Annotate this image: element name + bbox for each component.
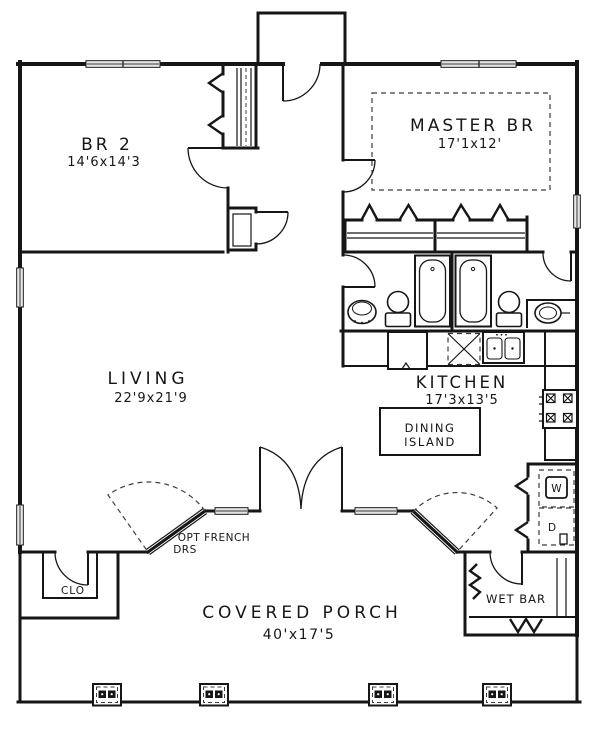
french-door-leaf-lines — [145, 508, 460, 555]
clo-label: CLO — [61, 585, 85, 597]
column-inner-dashed — [96, 686, 118, 703]
kitchen-dims: 17'3x13'5 — [425, 393, 498, 408]
closet-shelf-lines — [236, 68, 525, 239]
wetbar-details — [467, 563, 544, 635]
tub-drain — [470, 266, 476, 272]
doors — [54, 63, 572, 586]
kitchen-label: KITCHEN — [416, 373, 509, 392]
washer-label: W — [551, 483, 562, 495]
linen-closet-shelf — [232, 213, 252, 247]
post-dot — [208, 693, 211, 696]
dryer-detail — [559, 533, 568, 545]
post-dot — [491, 693, 494, 696]
pedestal-sink-bowl — [352, 301, 372, 316]
porch-column-icon — [368, 683, 398, 707]
porch-columns — [92, 683, 512, 707]
door-swing-arcs — [54, 63, 572, 586]
opt-french-label-2: DRS — [173, 544, 197, 556]
column-outer — [92, 683, 122, 707]
wall-break-zigzag-bottom — [508, 616, 544, 635]
toilet-bowl-icon — [497, 290, 521, 314]
burner-x — [563, 393, 573, 403]
opt-french-door-swing-left — [107, 481, 206, 553]
opt-french-door-swing-right — [412, 491, 498, 553]
column-inner-dashed — [372, 686, 394, 703]
porch-dims: 40'x17'5 — [263, 627, 336, 643]
toilet-tank — [495, 312, 523, 328]
dryer-label: D — [548, 522, 556, 534]
tub-drain — [430, 266, 435, 272]
sink-dot — [354, 320, 356, 322]
post-dot — [377, 693, 380, 696]
post-dot — [217, 693, 220, 696]
column-outer — [199, 683, 229, 707]
refrigerator-handle — [401, 361, 411, 370]
entry-stoop-outline — [256, 11, 347, 66]
windows — [16, 60, 581, 546]
dining-island-outline — [379, 407, 481, 456]
living-label: LIVING — [107, 369, 188, 389]
dining-island-label-1: DINING — [405, 421, 456, 435]
br2-dims: 14'6x14'3 — [67, 155, 140, 170]
master-bed-dashed-outline — [371, 92, 551, 191]
master-label: MASTER BR — [410, 116, 536, 136]
column-outer — [368, 683, 398, 707]
clo-closet-walls — [42, 551, 98, 599]
appliance-space-icon — [447, 332, 481, 366]
burner-x — [563, 413, 573, 423]
porch-column-icon — [92, 683, 122, 707]
outer-walls — [16, 11, 579, 637]
burner-x — [546, 393, 556, 403]
wetbar-label: WET BAR — [486, 592, 546, 606]
porch-column-icon — [482, 683, 512, 707]
room-labels: BR 2 14'6x14'3 MASTER BR 17'1x12' LIVING… — [61, 116, 562, 643]
interior-wall-path — [16, 62, 582, 704]
post-dot — [500, 693, 503, 696]
bathtub-inner — [418, 259, 447, 323]
dining-island-label-2: ISLAND — [404, 435, 456, 449]
bifold-door-chevrons — [206, 73, 529, 539]
laundry-closet — [538, 469, 575, 546]
stove-ticks — [539, 396, 543, 422]
opt-french-label-1: OPT FRENCH — [178, 532, 250, 544]
basin-drain — [493, 347, 496, 350]
master-dims: 17'1x12' — [438, 137, 502, 152]
faucet-dot — [500, 333, 503, 336]
burner-x — [546, 413, 556, 423]
interior-walls — [16, 62, 582, 704]
column-inner-dashed — [203, 686, 225, 703]
sink-dot — [361, 321, 363, 324]
post-dot — [101, 693, 104, 696]
column-inner-dashed — [486, 686, 508, 703]
dryer-space-outline — [538, 507, 575, 546]
column-outer — [482, 683, 512, 707]
kitchen-fixtures — [387, 331, 578, 429]
appliance-space-x — [447, 333, 481, 365]
washer-icon — [545, 476, 568, 499]
faucet-dot — [496, 333, 498, 336]
faucet-dot — [505, 333, 507, 336]
hall-bath-fixtures — [347, 254, 451, 328]
porch-label: COVERED PORCH — [202, 603, 402, 623]
br2-label: BR 2 — [81, 135, 133, 155]
vanity-sink-inner — [539, 306, 557, 320]
sink-dot — [368, 320, 370, 322]
door-panels — [87, 64, 572, 585]
bathtub-inner — [459, 259, 488, 323]
toilet-tank — [384, 312, 412, 328]
post-dot — [110, 693, 113, 696]
porch-column-icon — [199, 683, 229, 707]
post-dot — [386, 693, 389, 696]
counter-edges — [344, 299, 578, 618]
basin-drain — [511, 347, 514, 350]
master-bath-fixtures — [454, 254, 570, 328]
living-dims: 22'9x21'9 — [114, 391, 187, 406]
range-stove-icon — [539, 389, 578, 429]
wall-break-zigzag-left — [467, 563, 483, 600]
refrigerator-icon — [387, 331, 428, 370]
wetbar-partition-lines — [556, 558, 567, 617]
toilet-bowl-icon — [386, 290, 410, 314]
